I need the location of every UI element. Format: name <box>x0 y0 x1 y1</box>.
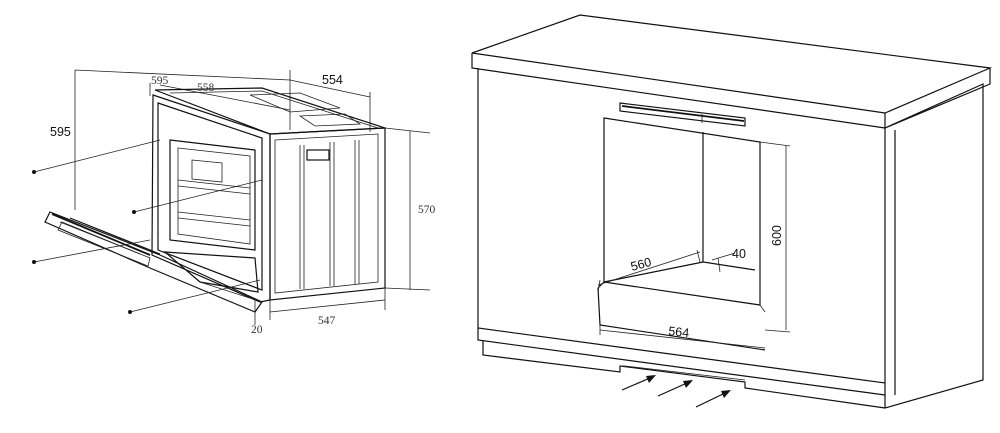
label-cabinet-back-gap: 40 <box>732 247 746 261</box>
arrow-icon <box>721 390 731 398</box>
label-oven-depth-small: 595 <box>151 75 169 87</box>
label-oven-depth-body: 558 <box>197 82 215 94</box>
arrow-icon <box>646 375 656 383</box>
label-oven-front-height: 595 <box>50 125 71 139</box>
label-cabinet-height: 600 <box>770 225 784 246</box>
label-oven-width-top: 554 <box>322 73 343 87</box>
airflow-arrows <box>621 375 731 408</box>
cabinet-drawing <box>471 14 993 409</box>
arrow-icon <box>683 380 693 388</box>
label-cabinet-width: 564 <box>668 324 690 340</box>
oven-drawing <box>32 69 431 325</box>
rating-plate <box>306 149 330 161</box>
label-cabinet-depth: 560 <box>629 255 653 274</box>
label-oven-width-bottom: 547 <box>318 315 336 327</box>
label-oven-height-body: 570 <box>418 204 436 216</box>
label-oven-bottom-gap: 20 <box>251 324 263 336</box>
